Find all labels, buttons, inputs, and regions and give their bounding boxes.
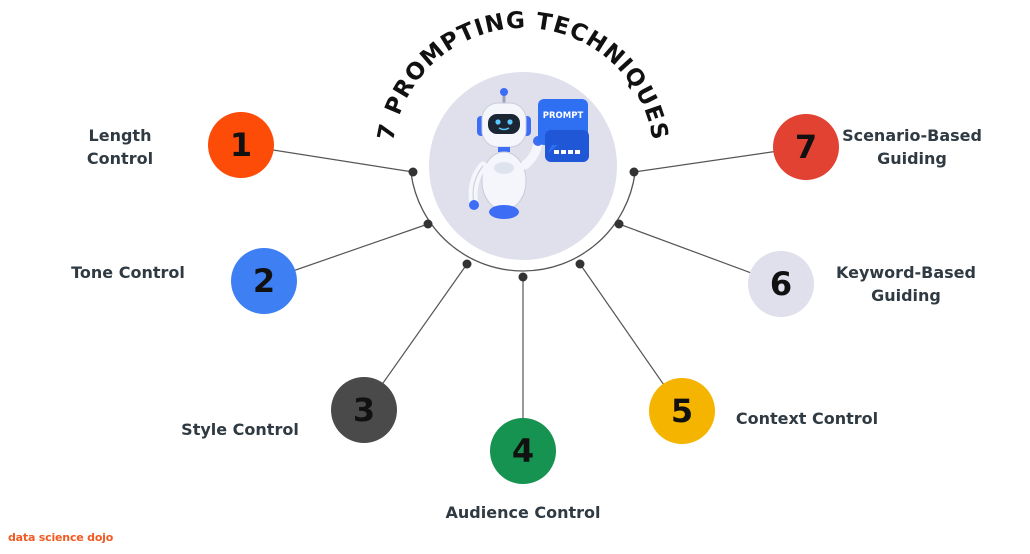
- technique-label-line: Audience Control: [446, 503, 601, 522]
- technique-circle-7: [773, 114, 839, 180]
- technique-number-3: 3: [353, 391, 375, 429]
- connector-dot-7: [629, 167, 639, 177]
- technique-label-line: Length: [89, 126, 152, 145]
- technique-number-2: 2: [253, 262, 275, 300]
- technique-circle-1: [208, 112, 274, 178]
- technique-label-line: Style Control: [181, 420, 299, 439]
- technique-label-3: Style Control: [181, 420, 299, 439]
- technique-circle-6: [748, 251, 814, 317]
- technique-number-1: 1: [230, 126, 252, 164]
- technique-label-line: Control: [87, 149, 153, 168]
- connector-ring: [410, 172, 636, 272]
- technique-label-line: Keyword-Based: [836, 263, 976, 282]
- connector-dot-2: [423, 219, 433, 229]
- technique-label-line: Scenario-Based: [842, 126, 982, 145]
- technique-node-5: 5 Context Control: [649, 378, 878, 444]
- technique-label-4: Audience Control: [446, 503, 601, 522]
- connector-dot-3: [462, 259, 472, 269]
- connector-dot-6: [614, 219, 624, 229]
- robot-icon: [468, 88, 543, 219]
- brand-logo-text: data science dojo: [8, 531, 114, 544]
- technique-label-line: Tone Control: [71, 263, 185, 282]
- technique-label-line: Guiding: [871, 286, 941, 305]
- technique-node-2: 2 Tone Control: [71, 248, 297, 314]
- technique-number-5: 5: [671, 392, 693, 430]
- technique-label-line: Guiding: [877, 149, 947, 168]
- technique-label-2: Tone Control: [71, 263, 185, 282]
- technique-circle-2: [231, 248, 297, 314]
- prompt-bubble-text: PROMPT: [543, 111, 584, 121]
- prompt-bubble-icon: PROMPT: [538, 99, 589, 162]
- connector-dot-4: [518, 272, 528, 282]
- technique-label-5: Context Control: [736, 409, 878, 428]
- technique-number-7: 7: [795, 128, 817, 166]
- technique-number-6: 6: [770, 265, 792, 303]
- connector-dot-1: [408, 167, 418, 177]
- technique-label-line: Context Control: [736, 409, 878, 428]
- technique-circle-3: [331, 377, 397, 443]
- center-illustration: PROMPT: [429, 72, 617, 260]
- technique-number-4: 4: [512, 432, 534, 470]
- connector-dot-5: [575, 259, 585, 269]
- technique-circle-4: [490, 418, 556, 484]
- technique-circle-5: [649, 378, 715, 444]
